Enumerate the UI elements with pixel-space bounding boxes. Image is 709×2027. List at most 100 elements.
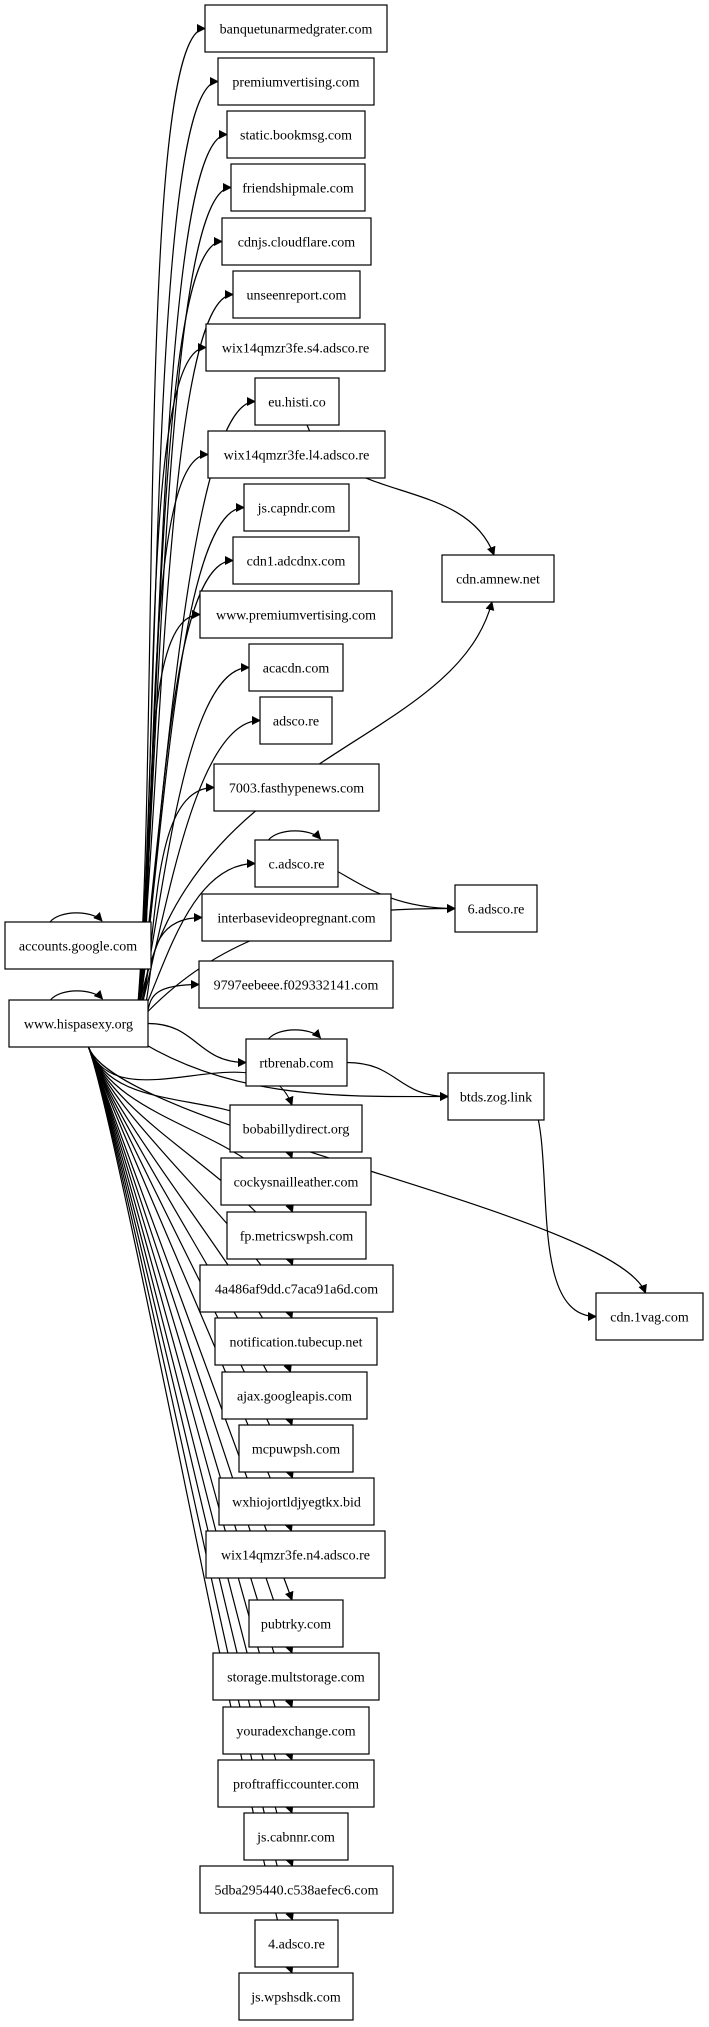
node-box [8,999,149,1048]
node-box [259,696,333,745]
node-acacdn: acacdn.com [248,643,344,692]
node-adsco_re: adsco.re [259,696,333,745]
node-label: eu.histi.co [268,396,326,411]
node-wix_l4: wix14qmzr3fe.l4.adsco.re [207,430,386,479]
node-adsco_4: 4.adsco.re [254,1919,339,1968]
edge-www_hispasexy-to-storage_multstorage [87,1046,294,1654]
node-label: 6.adsco.re [468,903,525,918]
node-bobabillydirect: bobabillydirect.org [229,1104,363,1153]
node-wix_s4: wix14qmzr3fe.s4.adsco.re [205,323,386,372]
edge-www_hispasexy-to-fasthypenews [135,783,215,1026]
node-box [214,1317,378,1366]
node-label: pubtrky.com [261,1618,331,1633]
node-label: bobabillydirect.org [243,1123,350,1138]
node-box [248,643,344,692]
edge-www_hispasexy-to-www_hispasexy [50,989,104,1001]
node-box [221,1371,368,1420]
node-a486af9dd: 4a486af9dd.c7aca91a6d.com [199,1264,394,1313]
edge-www_hispasexy-to-banquetunarmedgrater [135,24,206,1026]
node-box [198,960,394,1009]
node-js_wpshsdk: js.wpshsdk.com [238,1972,354,2021]
node-label: mcpuwpsh.com [252,1443,340,1458]
node-label: adsco.re [273,715,319,730]
node-label: unseenreport.com [247,289,347,304]
node-box [441,554,555,603]
node-box [217,1759,375,1808]
node-box [226,1211,367,1260]
node-btds_zog: btds.zog.link [447,1072,545,1121]
node-wix_n4: wix14qmzr3fe.n4.adsco.re [205,1530,386,1579]
node-box [205,1530,386,1579]
node-box [232,270,361,319]
node-mcpuwpsh: mcpuwpsh.com [238,1424,354,1473]
edge-www_hispasexy-to-btds_zog [127,1033,449,1102]
node-notification_tubecup: notification.tubecup.net [214,1317,378,1366]
node-label: friendshipmale.com [242,182,354,197]
edge-c_adsco-to-c_adsco [268,829,322,841]
node-box [204,4,388,53]
node-box [201,893,392,942]
edge-rtbrenab-to-rtbrenab [268,1028,322,1040]
node-label: rtbrenab.com [259,1057,333,1072]
node-eu_histi: eu.histi.co [254,377,340,426]
node-box [232,536,360,585]
node-label: fp.metricswpsh.com [240,1230,354,1245]
node-box [243,1812,349,1861]
node-cdnjs_cloudflare: cdnjs.cloudflare.com [221,217,372,266]
node-box [238,1972,354,2021]
node-label: storage.multstorage.com [227,1671,365,1686]
node-label: accounts.google.com [19,940,137,955]
node-box [447,1072,545,1121]
node-box [205,323,386,372]
node-accounts_google: accounts.google.com [4,921,152,970]
node-label: wix14qmzr3fe.s4.adsco.re [222,342,369,357]
node-label: js.wpshsdk.com [250,1991,341,2006]
node-label: wxhiojortldjyegtkx.bid [232,1496,361,1511]
node-wxhiojortldjyegtkx: wxhiojortldjyegtkx.bid [218,1477,375,1526]
node-cdn1_adcdnx: cdn1.adcdnx.com [232,536,360,585]
node-label: btds.zog.link [460,1091,532,1106]
node-youradexchange: youradexchange.com [222,1706,370,1755]
node-box [199,1264,394,1313]
node-label: cdn.amnew.net [456,573,540,588]
node-storage_multstorage: storage.multstorage.com [212,1652,380,1701]
edge-www_hispasexy-to-premiumvertising [135,77,219,1026]
node-box [229,1104,363,1153]
node-label: 9797eebeee.f029332141.com [214,979,379,994]
node-fasthypenews: 7003.fasthypenews.com [213,763,380,812]
edge-www_hispasexy-to-youradexchange [87,1046,294,1708]
node-label: cdn.1vag.com [610,1311,689,1326]
node-label: cockysnailleather.com [234,1176,359,1191]
node-label: js.cabnnr.com [256,1831,335,1846]
edge-www_hispasexy-to-static_bookmsg [135,130,228,1026]
node-label: ajax.googleapis.com [237,1390,352,1405]
node-cockysnailleather: cockysnailleather.com [220,1157,372,1206]
node-label: 4.adsco.re [268,1938,325,1953]
node-box [4,921,152,970]
node-box [254,377,340,426]
node-label: 7003.fasthypenews.com [229,782,364,797]
node-label: interbasevideopregnant.com [217,912,375,927]
node-banquetunarmedgrater: banquetunarmedgrater.com [204,4,388,53]
node-box [217,57,375,106]
edge-www_hispasexy-to-www_premiumvertising [135,610,201,1026]
node-label: cdn1.adcdnx.com [247,555,346,570]
node-label: js.capndr.com [257,502,336,517]
node-box [212,1652,380,1701]
node-box [207,430,386,479]
node-label: www.hispasexy.org [24,1018,133,1033]
node-box [595,1292,704,1341]
node-box [230,163,366,212]
node-c_adsco: c.adsco.re [254,839,339,888]
node-box [254,1919,339,1968]
node-proftrafficcounter: proftrafficcounter.com [217,1759,375,1808]
node-label: www.premiumvertising.com [216,609,376,624]
node-label: c.adsco.re [269,858,325,873]
node-box [199,590,393,639]
node-label: 5dba295440.c538aefec6.com [214,1884,378,1899]
node-unseenreport: unseenreport.com [232,270,361,319]
node-friendshipmale: friendshipmale.com [230,163,366,212]
node-box [221,217,372,266]
edge-www_hispasexy-to-rtbrenab [147,1022,247,1067]
